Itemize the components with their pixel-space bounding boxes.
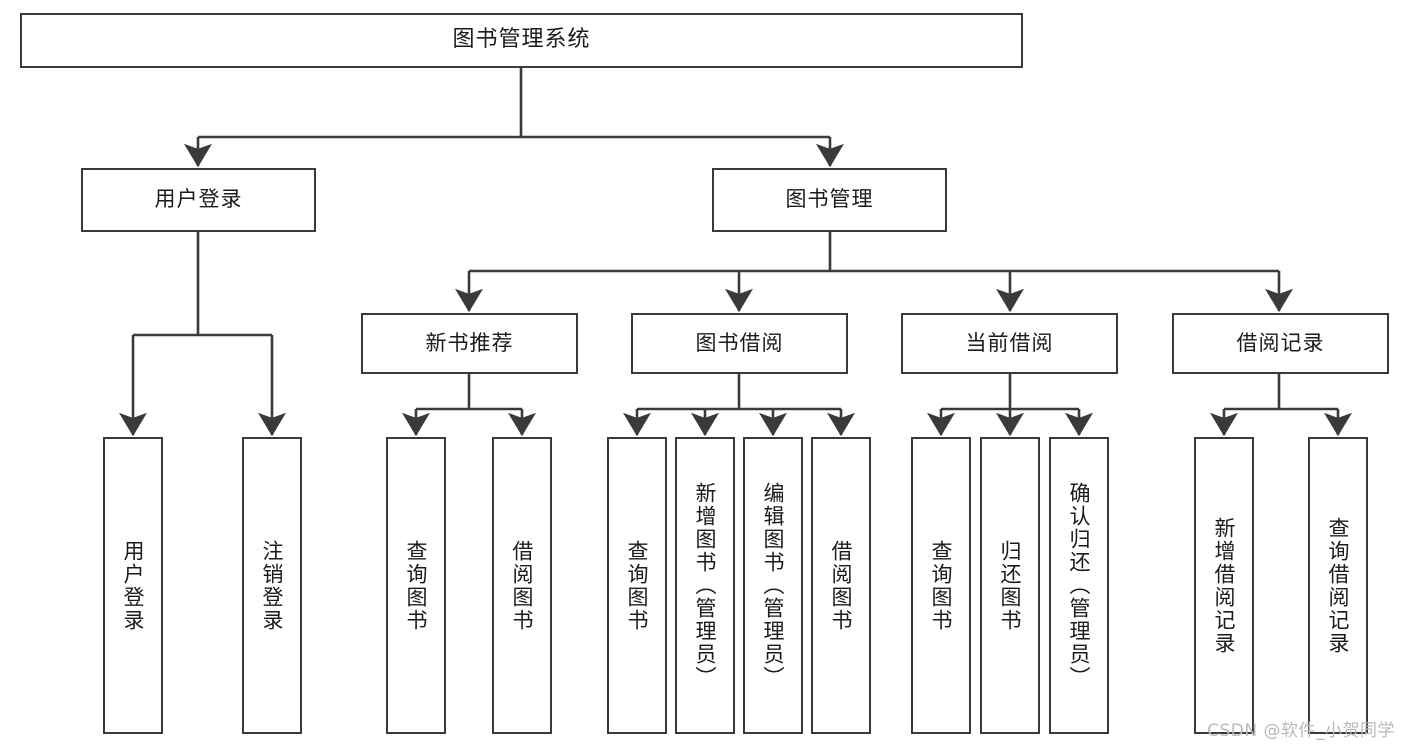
node-leaf-borrow-borrow-book[interactable]: 借阅图书 bbox=[811, 437, 871, 734]
node-leaf-user-login[interactable]: 用户登录 bbox=[103, 437, 163, 734]
node-leaf-borrow-add-book-label: 新增图书（管理员） bbox=[693, 482, 718, 689]
node-borrow-record[interactable]: 借阅记录 bbox=[1172, 313, 1389, 374]
node-leaf-current-return-book[interactable]: 归还图书 bbox=[980, 437, 1040, 734]
node-leaf-current-confirm-return[interactable]: 确认归还（管理员） bbox=[1049, 437, 1109, 734]
node-leaf-borrow-edit-book[interactable]: 编辑图书（管理员） bbox=[743, 437, 803, 734]
node-leaf-rec-borrow-book-label: 借阅图书 bbox=[510, 539, 535, 632]
node-leaf-user-logout-label: 注销登录 bbox=[260, 539, 285, 632]
node-leaf-record-query-label: 查询借阅记录 bbox=[1326, 516, 1351, 655]
node-leaf-rec-query-book[interactable]: 查询图书 bbox=[386, 437, 446, 734]
node-leaf-user-login-label: 用户登录 bbox=[121, 539, 146, 632]
node-leaf-borrow-add-book[interactable]: 新增图书（管理员） bbox=[675, 437, 735, 734]
node-leaf-rec-borrow-book[interactable]: 借阅图书 bbox=[492, 437, 552, 734]
node-leaf-record-add[interactable]: 新增借阅记录 bbox=[1194, 437, 1254, 734]
node-leaf-borrow-query-book[interactable]: 查询图书 bbox=[607, 437, 667, 734]
node-leaf-record-query[interactable]: 查询借阅记录 bbox=[1308, 437, 1368, 734]
node-leaf-current-query-book-label: 查询图书 bbox=[929, 539, 954, 632]
node-new-book-recommend[interactable]: 新书推荐 bbox=[361, 313, 578, 374]
node-user-login[interactable]: 用户登录 bbox=[81, 168, 316, 232]
node-leaf-rec-query-book-label: 查询图书 bbox=[404, 539, 429, 632]
node-current-borrow[interactable]: 当前借阅 bbox=[901, 313, 1118, 374]
node-leaf-current-query-book[interactable]: 查询图书 bbox=[911, 437, 971, 734]
node-leaf-borrow-borrow-book-label: 借阅图书 bbox=[829, 539, 854, 632]
node-leaf-record-add-label: 新增借阅记录 bbox=[1212, 516, 1237, 655]
node-leaf-borrow-edit-book-label: 编辑图书（管理员） bbox=[761, 482, 786, 689]
node-leaf-borrow-query-book-label: 查询图书 bbox=[625, 539, 650, 632]
watermark: CSDN @软件_小贺同学 bbox=[1207, 721, 1395, 741]
node-leaf-current-return-book-label: 归还图书 bbox=[998, 539, 1023, 632]
node-root[interactable]: 图书管理系统 bbox=[20, 13, 1023, 68]
node-book-manage[interactable]: 图书管理 bbox=[712, 168, 947, 232]
node-book-borrow[interactable]: 图书借阅 bbox=[631, 313, 848, 374]
node-leaf-current-confirm-return-label: 确认归还（管理员） bbox=[1067, 482, 1092, 689]
node-leaf-user-logout[interactable]: 注销登录 bbox=[242, 437, 302, 734]
